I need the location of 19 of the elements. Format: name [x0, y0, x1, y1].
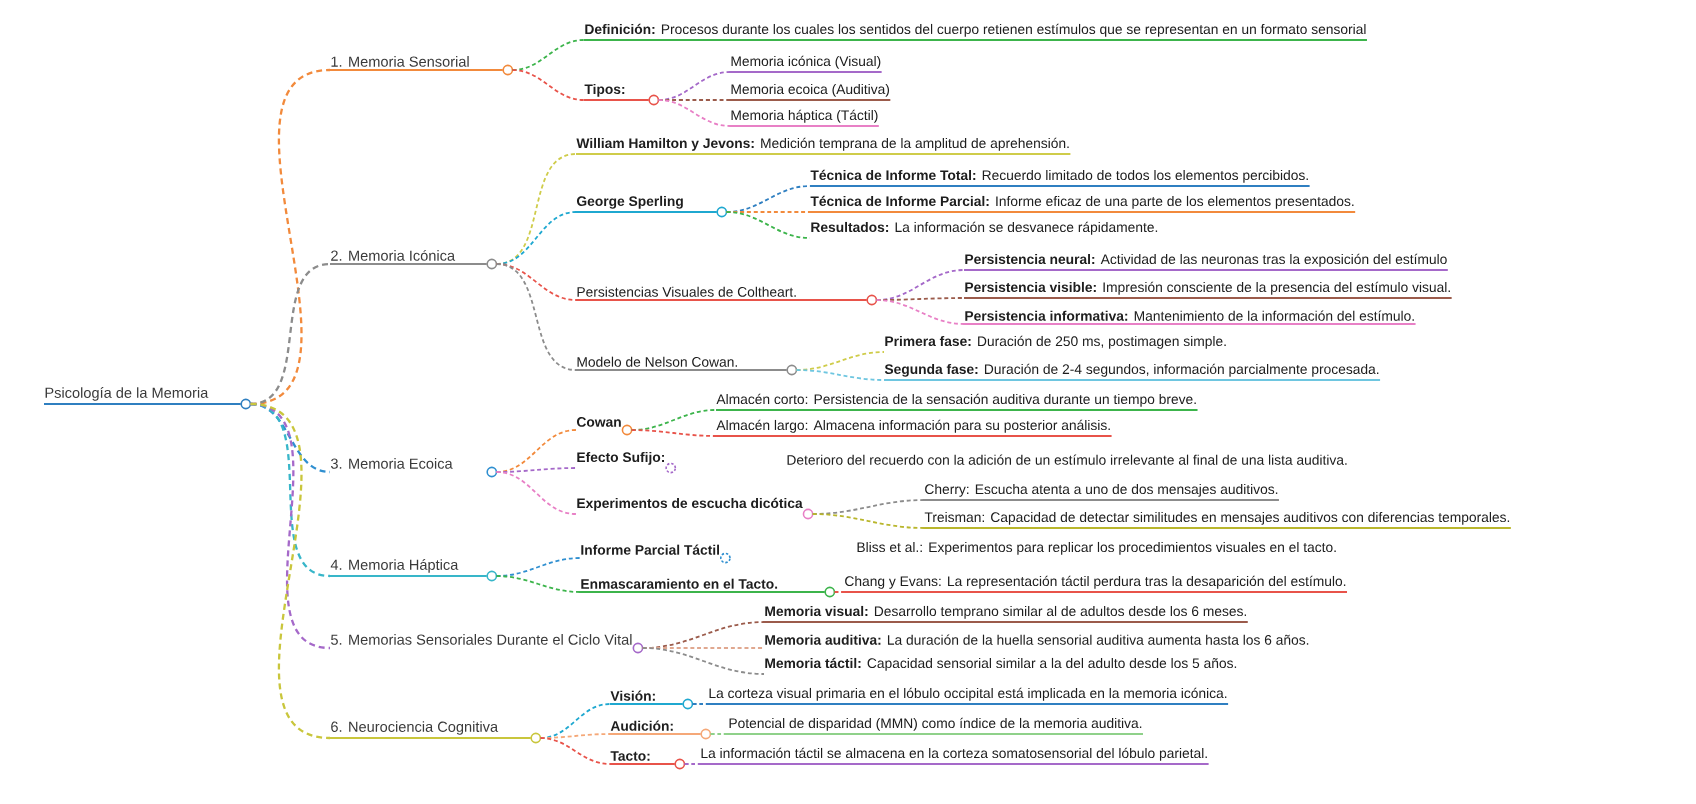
branch-line	[657, 99, 731, 127]
branch-line	[709, 733, 729, 735]
branch-line	[641, 647, 765, 675]
branch-line	[833, 591, 845, 593]
branch-line	[875, 299, 965, 325]
branch-line	[495, 263, 577, 371]
branch-line	[495, 467, 577, 473]
branch-line	[683, 763, 701, 765]
branch-line	[250, 402, 331, 740]
branch-line	[495, 471, 577, 515]
branch-line	[691, 703, 709, 705]
branch-line	[811, 513, 925, 529]
branch-line	[250, 402, 331, 474]
branch-line	[495, 575, 581, 593]
branch-line	[795, 369, 885, 381]
branch-line	[630, 429, 717, 437]
branch-line	[539, 737, 611, 765]
branch-line	[511, 69, 585, 101]
branch-line	[725, 211, 811, 239]
